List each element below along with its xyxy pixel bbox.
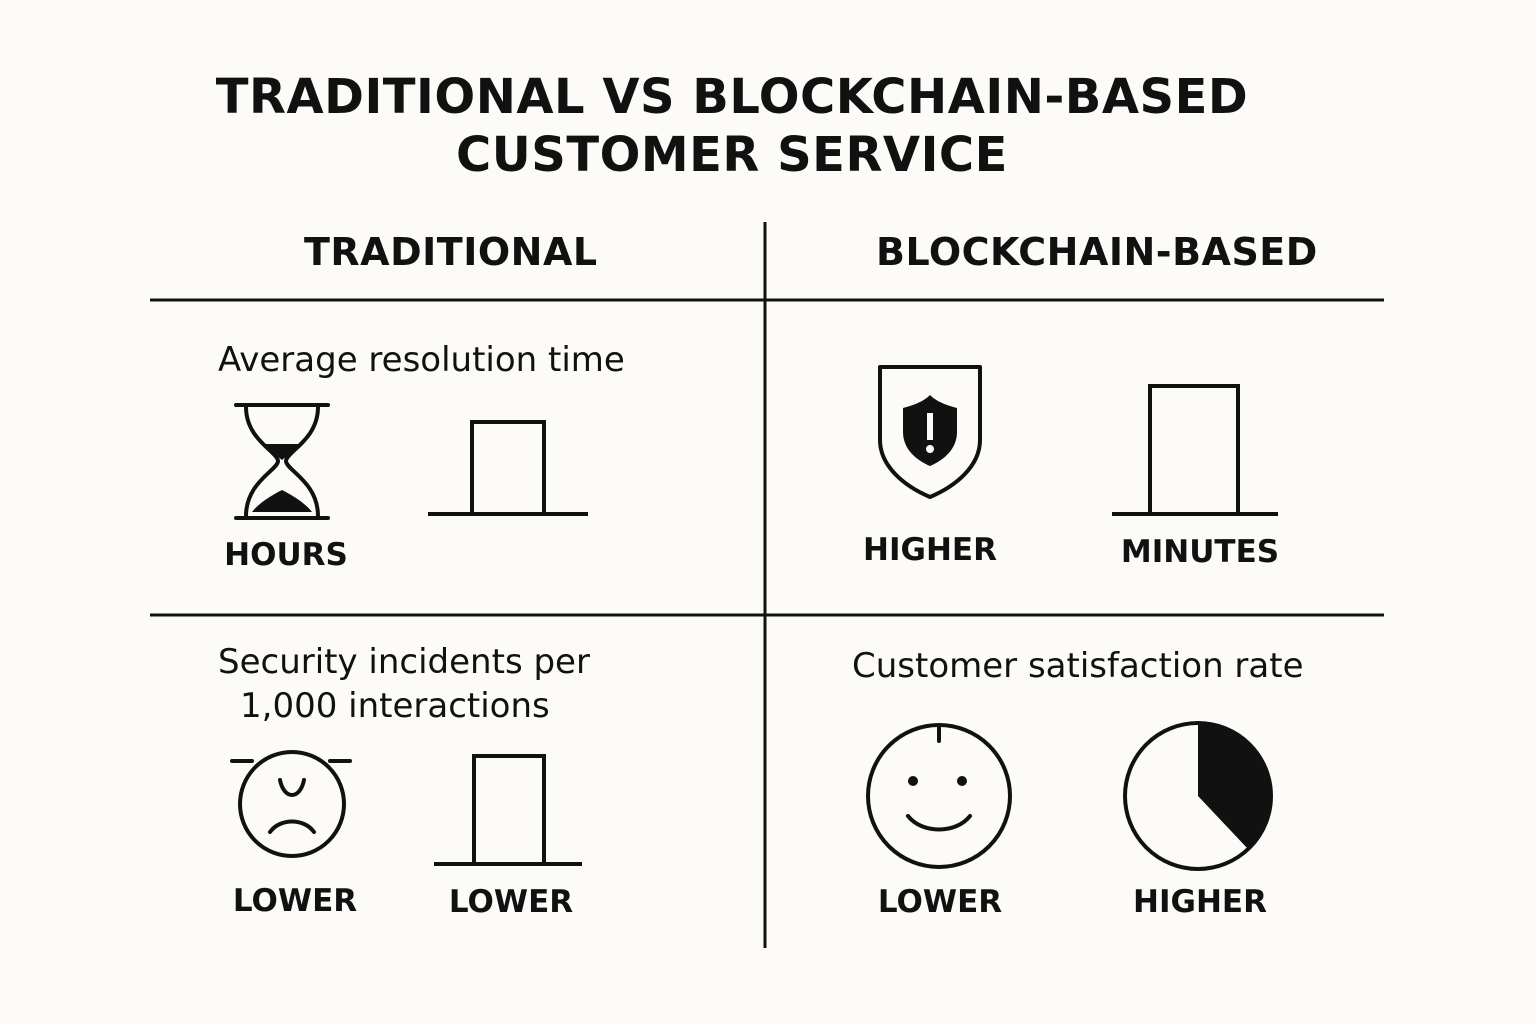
label-minutes: MINUTES (1120, 534, 1280, 570)
label-hours: HOURS (224, 537, 348, 573)
label-smile-lower: LOWER (877, 884, 1003, 920)
smile-face-icon (866, 723, 1012, 869)
metric-heading-incidents-2: 1,000 interactions (240, 686, 550, 726)
bar-icon-minutes (1112, 384, 1278, 516)
hourglass-icon (234, 403, 330, 520)
sad-face-icon (230, 750, 352, 858)
column-header-traditional: TRADITIONAL (304, 230, 598, 274)
column-header-blockchain: BLOCKCHAIN-BASED (876, 230, 1318, 274)
shield-alert-icon (878, 365, 982, 499)
bar-icon-incidents (434, 754, 582, 866)
title-line-1: TRADITIONAL VS BLOCKCHAIN-BASED (215, 69, 1249, 125)
label-bar-lower: LOWER (448, 884, 574, 920)
metric-heading-satisfaction: Customer satisfaction rate (852, 646, 1304, 686)
pie-chart-icon (1123, 721, 1273, 871)
bar-icon-resolution (428, 420, 588, 516)
metric-heading-resolution: Average resolution time (218, 340, 625, 380)
page-title: TRADITIONAL VS BLOCKCHAIN-BASED CUSTOMER… (0, 68, 1464, 184)
metric-heading-incidents-1: Security incidents per (218, 642, 590, 682)
label-shield-higher: HIGHER (863, 532, 997, 568)
label-face-lower: LOWER (232, 883, 358, 919)
title-line-2: CUSTOMER SERVICE (456, 127, 1008, 183)
label-pie-higher: HIGHER (1133, 884, 1267, 920)
